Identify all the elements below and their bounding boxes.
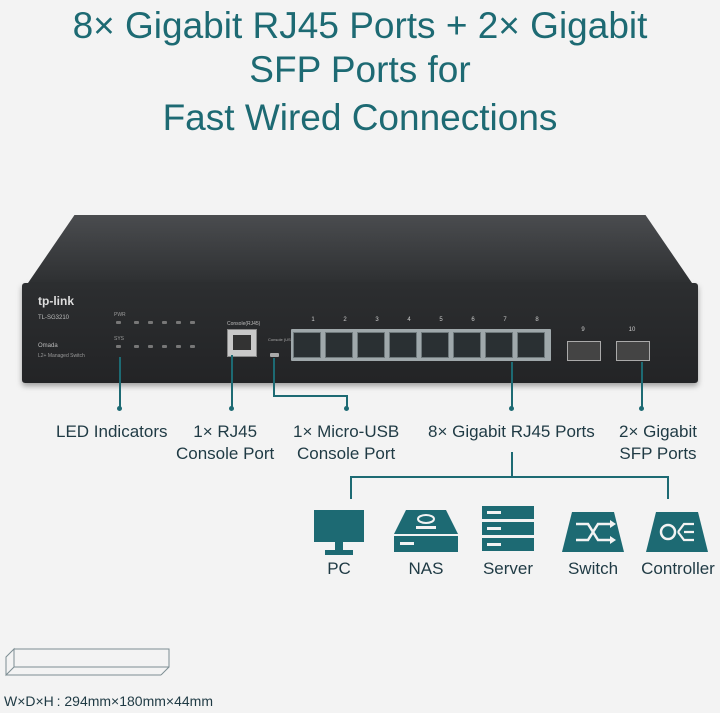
sfp-number: 10 — [628, 327, 636, 333]
led-indicator — [116, 345, 121, 348]
callout-line — [641, 362, 643, 409]
callout-line — [119, 357, 121, 409]
port-number: 1 — [311, 317, 315, 323]
console-usb-label: Console (USB) — [268, 337, 295, 342]
rj45-port-block — [291, 329, 551, 361]
led-indicator — [162, 345, 167, 348]
led-indicator — [116, 321, 121, 324]
rj45-port — [453, 332, 481, 358]
port-number: 6 — [471, 317, 475, 323]
rj45-port — [293, 332, 321, 358]
controller-icon — [646, 512, 708, 552]
rj45-port — [325, 332, 353, 358]
callout-text: 2× Gigabit — [619, 422, 697, 441]
led-label-sys: SYS — [114, 336, 125, 342]
led-indicator — [176, 345, 181, 348]
brand-logo: tp-link — [38, 294, 74, 308]
callout-text: Console Port — [176, 444, 275, 463]
callout-usb-console: 1× Micro-USB Console Port — [293, 421, 399, 465]
device-label-server: Server — [482, 559, 534, 578]
server-icon — [482, 506, 534, 551]
tree-line — [350, 476, 352, 499]
rj45-port — [389, 332, 417, 358]
led-indicator — [148, 321, 153, 324]
console-usb-port — [270, 353, 279, 357]
callout-dot — [509, 406, 514, 411]
callout-gigabit-rj45: 8× Gigabit RJ45 Ports — [428, 421, 595, 443]
callout-text: Console Port — [297, 444, 396, 463]
callout-line — [511, 362, 513, 409]
led-indicator — [176, 321, 181, 324]
led-indicator — [134, 321, 139, 324]
pc-icon — [314, 510, 364, 555]
led-label-pwr: PWR — [114, 312, 126, 318]
headline-line-3: Fast Wired Connections — [162, 97, 558, 138]
sfp-port — [616, 341, 650, 361]
headline-line-2: SFP Ports for — [249, 49, 471, 90]
led-indicator — [190, 321, 195, 324]
port-number: 2 — [343, 317, 347, 323]
callout-led-indicators: LED Indicators — [56, 421, 168, 443]
sfp-port — [567, 341, 601, 361]
led-indicator — [148, 345, 153, 348]
model-label: TL-SG3210 — [38, 315, 70, 321]
led-indicator — [190, 345, 195, 348]
console-rj45-label: Console(RJ45) — [227, 321, 261, 327]
switch-subtitle: L2+ Managed Switch — [38, 353, 85, 359]
callout-line — [273, 358, 275, 396]
switch-icon — [562, 512, 624, 552]
callout-line — [231, 355, 233, 409]
dimensions-text: W×D×H : 294mm×180mm×44mm — [4, 693, 213, 709]
callout-dot — [229, 406, 234, 411]
console-rj45-port — [227, 329, 257, 357]
tree-line — [511, 452, 513, 477]
callout-dot — [639, 406, 644, 411]
tree-line — [350, 476, 667, 478]
nas-icon — [394, 510, 458, 552]
callout-line — [273, 395, 347, 397]
callout-line — [346, 395, 348, 409]
device-label-switch: Switch — [567, 559, 619, 578]
switch-top-panel — [28, 215, 692, 283]
series-label: Omada — [38, 343, 58, 349]
callout-dot — [117, 406, 122, 411]
port-number: 3 — [375, 317, 379, 323]
switch-front-panel: tp-link TL-SG3210 Omada L2+ Managed Swit… — [22, 283, 698, 383]
callout-text: 1× Micro-USB — [293, 422, 400, 441]
callout-text: 8× Gigabit RJ45 Ports — [428, 422, 595, 441]
callout-dot — [344, 406, 349, 411]
rj45-port — [357, 332, 385, 358]
led-indicator — [162, 321, 167, 324]
callout-text: LED Indicators — [56, 422, 168, 441]
port-number: 5 — [439, 317, 443, 323]
callout-sfp: 2× Gigabit SFP Ports — [619, 421, 697, 465]
rj45-port — [485, 332, 513, 358]
rj45-port — [517, 332, 545, 358]
callout-text: 1× RJ45 — [193, 422, 258, 441]
port-number: 4 — [407, 317, 411, 323]
callout-rj45-console: 1× RJ45 Console Port — [176, 421, 274, 465]
port-number: 8 — [535, 317, 539, 323]
headline-line-1: 8× Gigabit RJ45 Ports + 2× Gigabit — [72, 5, 648, 46]
tree-line — [667, 476, 669, 499]
sfp-number: 9 — [581, 327, 585, 333]
callout-text: SFP Ports — [619, 444, 697, 463]
device-label-controller: Controller — [641, 559, 715, 578]
device-label-pc: PC — [327, 559, 351, 578]
dimensions-outline-icon — [5, 647, 170, 677]
rj45-port — [421, 332, 449, 358]
device-label-nas: NAS — [408, 559, 444, 578]
port-number: 7 — [503, 317, 507, 323]
led-indicator — [134, 345, 139, 348]
